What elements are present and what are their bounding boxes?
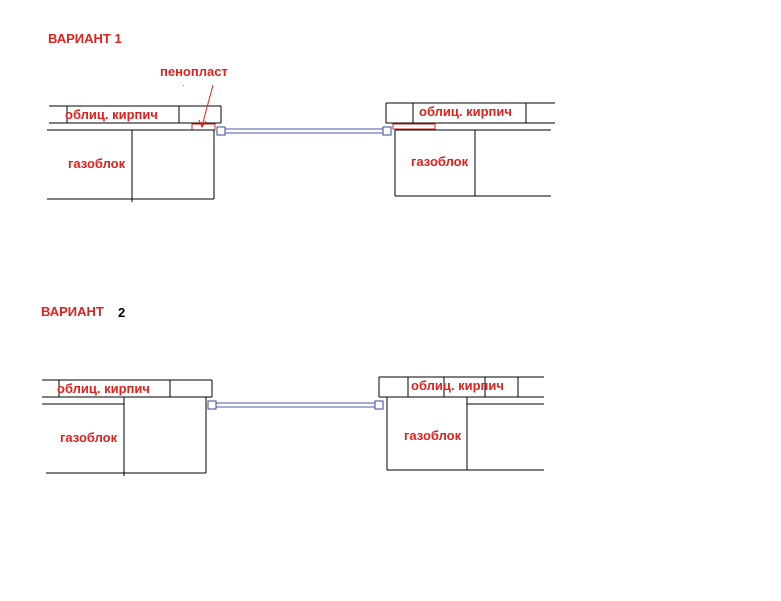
brick-label: облиц. кирпич: [411, 378, 504, 393]
brick-label: облиц. кирпич: [419, 104, 512, 119]
variant-1: ВАРИАНТ 1 пенопласт облиц. кирпич газобл…: [47, 31, 555, 202]
arrow-head: [198, 119, 207, 129]
window-node-right: [374, 400, 384, 410]
window-node-right: [382, 126, 392, 136]
variant-2-window: [207, 400, 384, 410]
foam-label: пенопласт: [160, 64, 228, 79]
variant-1-title: ВАРИАНТ 1: [48, 31, 122, 46]
window-node-left: [207, 400, 217, 410]
variant-2-title: ВАРИАНТ: [41, 304, 104, 319]
foam-leader-arrow: [201, 84, 214, 127]
block-label: газоблок: [60, 430, 118, 445]
variant-2-right-wall: облиц. кирпич газоблок: [378, 376, 544, 471]
foam-insulation: [392, 123, 436, 130]
stray-dot: [183, 85, 184, 86]
block-label: газоблок: [411, 154, 469, 169]
variant-1-left-wall: облиц. кирпич газоблок: [47, 105, 222, 202]
window-node-left: [216, 126, 226, 136]
variant-2-number: 2: [118, 305, 125, 320]
brick-label: облиц. кирпич: [65, 107, 158, 122]
variant-1-right-wall: облиц. кирпич газоблок: [385, 102, 555, 197]
variant-1-window: [216, 126, 392, 136]
variant-2: ВАРИАНТ 2 облиц. кирпич газоблок: [41, 304, 544, 476]
block-label: газоблок: [68, 156, 126, 171]
brick-label: облиц. кирпич: [57, 381, 150, 396]
block-label: газоблок: [404, 428, 462, 443]
variant-2-left-wall: облиц. кирпич газоблок: [42, 379, 213, 476]
